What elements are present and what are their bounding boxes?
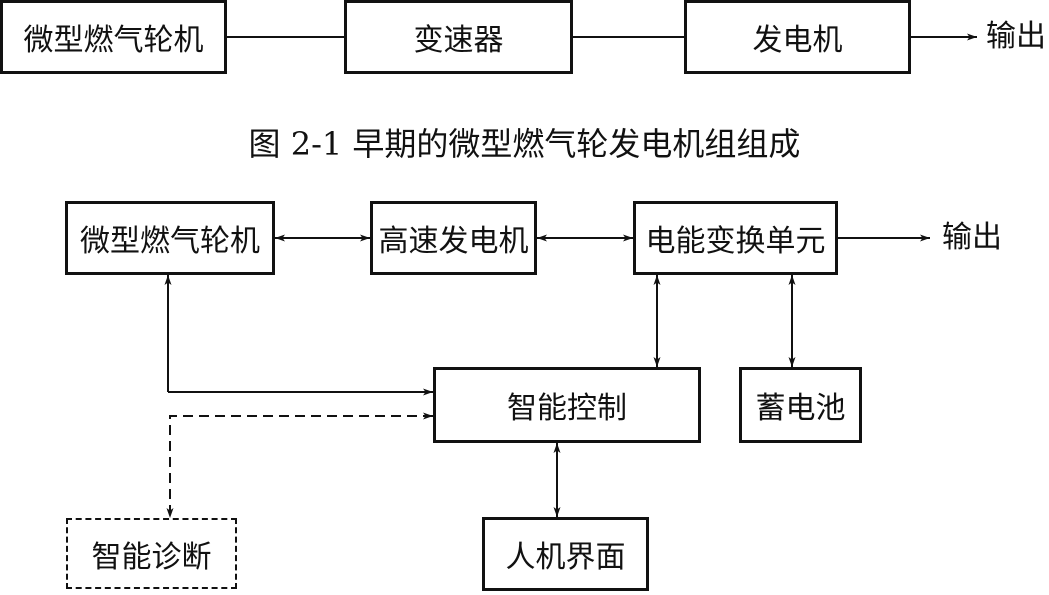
fig1-block-gearbox: 变速器: [344, 0, 573, 74]
fig1-block-generator: 发电机: [684, 0, 911, 74]
fig2-block-hs-generator: 高速发电机: [370, 201, 537, 275]
fig2-output-label: 输出: [942, 220, 1002, 255]
fig1-block-turbine: 微型燃气轮机: [0, 0, 227, 74]
fig2-block-intelligent-control: 智能控制: [433, 367, 701, 443]
fig2-block-power-conversion: 电能变换单元: [633, 201, 838, 275]
fig2-block-intelligent-diagnosis: 智能诊断: [66, 518, 237, 589]
fig1-output-label: 输出: [986, 19, 1046, 54]
fig2-dashed-diagnosis-link: [166, 412, 433, 518]
fig2-block-hmi: 人机界面: [482, 517, 649, 591]
fig2-block-battery: 蓄电池: [739, 367, 862, 443]
fig2-block-turbine: 微型燃气轮机: [65, 201, 275, 275]
figure-caption: 图 2-1 早期的微型燃气轮发电机组组成: [248, 125, 801, 163]
